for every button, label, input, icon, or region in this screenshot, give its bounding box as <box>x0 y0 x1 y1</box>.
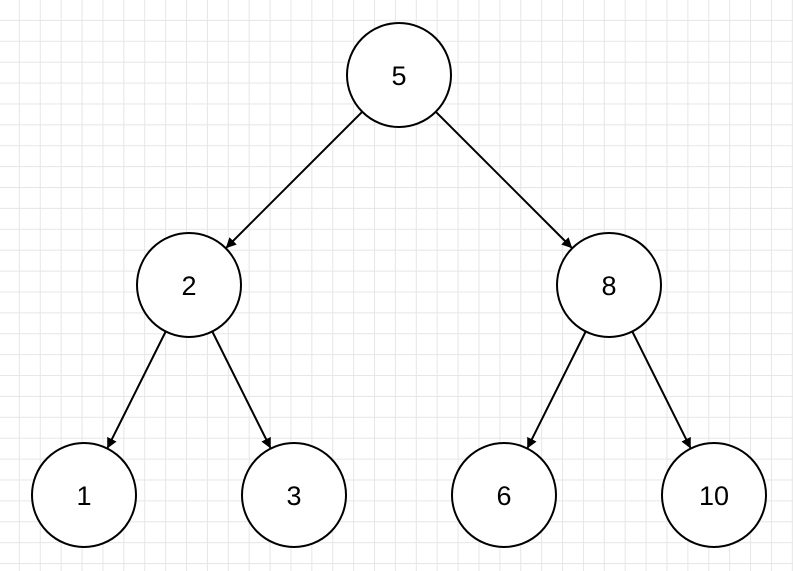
edge-2-to-1 <box>106 331 167 449</box>
edge-2-to-3 <box>211 331 272 449</box>
node-circle <box>31 442 137 548</box>
tree-node-8: 8 <box>556 232 662 338</box>
node-label: 2 <box>181 271 196 301</box>
tree-node-6: 6 <box>451 442 557 548</box>
node-label: 1 <box>76 481 91 511</box>
node-circle <box>556 232 662 338</box>
edge-8-to-6 <box>526 331 587 449</box>
tree-node-1: 1 <box>31 442 137 548</box>
node-circle <box>451 442 557 548</box>
node-circle <box>346 22 452 128</box>
edge-8-to-10 <box>631 331 692 449</box>
edge-5-to-8 <box>435 111 573 249</box>
edges-layer <box>106 111 692 449</box>
tree-node-5: 5 <box>346 22 452 128</box>
tree-node-10: 10 <box>661 442 767 548</box>
node-label: 8 <box>601 271 616 301</box>
node-circle <box>136 232 242 338</box>
node-circle <box>241 442 347 548</box>
node-label: 3 <box>286 481 301 511</box>
edge-5-to-2 <box>225 111 363 249</box>
tree-node-2: 2 <box>136 232 242 338</box>
node-label: 6 <box>496 481 511 511</box>
nodes-layer: 5 2 8 1 3 6 10 <box>31 22 767 548</box>
node-label: 5 <box>391 61 406 91</box>
tree-node-3: 3 <box>241 442 347 548</box>
node-label: 10 <box>699 481 729 511</box>
node-circle <box>661 442 767 548</box>
